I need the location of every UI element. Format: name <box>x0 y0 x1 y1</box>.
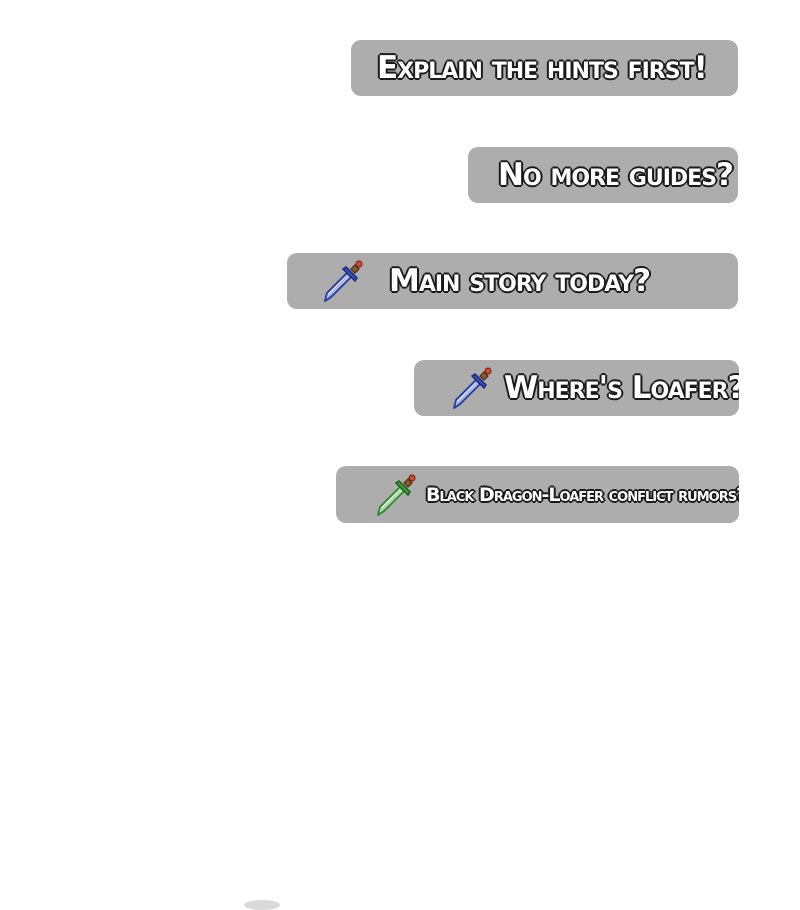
chat-option-main-story[interactable]: Main story today? <box>287 253 738 309</box>
chat-option-label: Black Dragon-Loafer conflict rumors?! <box>426 483 739 506</box>
chat-option-explain-hints[interactable]: Explain the hints first! <box>351 40 738 96</box>
chat-option-label: No more guides? <box>497 157 734 194</box>
blue-sword-icon <box>324 260 363 302</box>
green-sword-icon <box>377 474 416 516</box>
bottom-edge-mark <box>244 900 280 910</box>
chat-option-no-more-guides[interactable]: No more guides? <box>468 147 738 203</box>
chat-option-label: Main story today? <box>388 263 651 300</box>
chat-option-conflict-rumors[interactable]: Black Dragon-Loafer conflict rumors?! <box>336 466 739 523</box>
chat-option-label: Explain the hints first! <box>377 50 709 87</box>
blue-sword-icon <box>453 367 492 409</box>
chat-option-wheres-loafer[interactable]: Where's Loafer?! <box>414 360 739 416</box>
chat-option-label: Where's Loafer?! <box>504 370 739 407</box>
